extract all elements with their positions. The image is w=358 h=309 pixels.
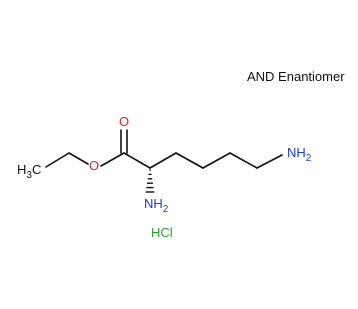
bond-alpha-carbon-chain-1 bbox=[149, 152, 177, 169]
methyl-label: H3C bbox=[17, 162, 41, 181]
terminal-amine-label: NH2 bbox=[287, 145, 312, 164]
hcl-salt-label: HCl bbox=[151, 225, 173, 240]
bond-ethyl-ch3-ch2 bbox=[45, 152, 70, 168]
bond-chain-4-terminal-nitrogen bbox=[256, 154, 283, 169]
bond-carbonyl-carbon-alpha-carbon bbox=[123, 152, 151, 169]
bond-group bbox=[45, 129, 283, 169]
alpha-amine-label: NH2 bbox=[144, 196, 169, 215]
carbonyl-oxygen-label: O bbox=[119, 114, 129, 129]
ether-oxygen-label: O bbox=[89, 158, 99, 173]
stereo-label: AND Enantiomer bbox=[247, 69, 345, 84]
bond-chain-2-chain-3 bbox=[202, 152, 231, 169]
hashed-wedge-bond bbox=[145, 169, 155, 193]
bond-chain-1-chain-2 bbox=[175, 152, 204, 169]
bond-o-ether-carbonyl-carbon bbox=[100, 152, 125, 167]
bond-chain-3-chain-4 bbox=[229, 152, 258, 169]
bond-ch2-o-ether bbox=[68, 152, 89, 165]
